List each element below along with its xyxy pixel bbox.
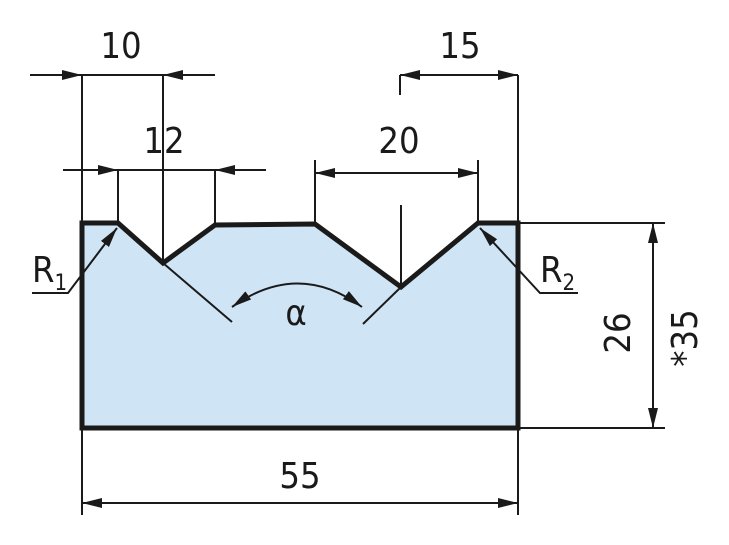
dimension-15-label: 15 xyxy=(439,26,480,67)
radius-r2-label: R2 xyxy=(540,250,575,296)
dimension-55: 55 xyxy=(81,428,519,515)
radius-r1: R1 xyxy=(32,227,118,296)
radius-r2: R2 xyxy=(479,227,578,296)
dimension-20-label: 20 xyxy=(378,121,419,162)
radius-r1-label: R1 xyxy=(32,250,67,296)
dimension-12-label: 12 xyxy=(143,121,184,162)
angle-leg-left xyxy=(162,262,233,323)
dimension-20: 20 xyxy=(314,121,479,224)
dimension-26-label: 26 xyxy=(598,312,639,353)
dimension-12: 12 xyxy=(63,121,266,225)
dimension-35-label: *35 xyxy=(665,309,706,366)
angle-alpha: α xyxy=(231,282,363,334)
dimension-55-label: 55 xyxy=(279,456,320,497)
dimension-15: 15 xyxy=(399,26,519,223)
dimension-10-label: 10 xyxy=(100,26,141,67)
dimension-26: 26 *35 xyxy=(518,222,706,429)
angle-alpha-label: α xyxy=(285,293,306,334)
angle-leg-right xyxy=(362,286,402,325)
